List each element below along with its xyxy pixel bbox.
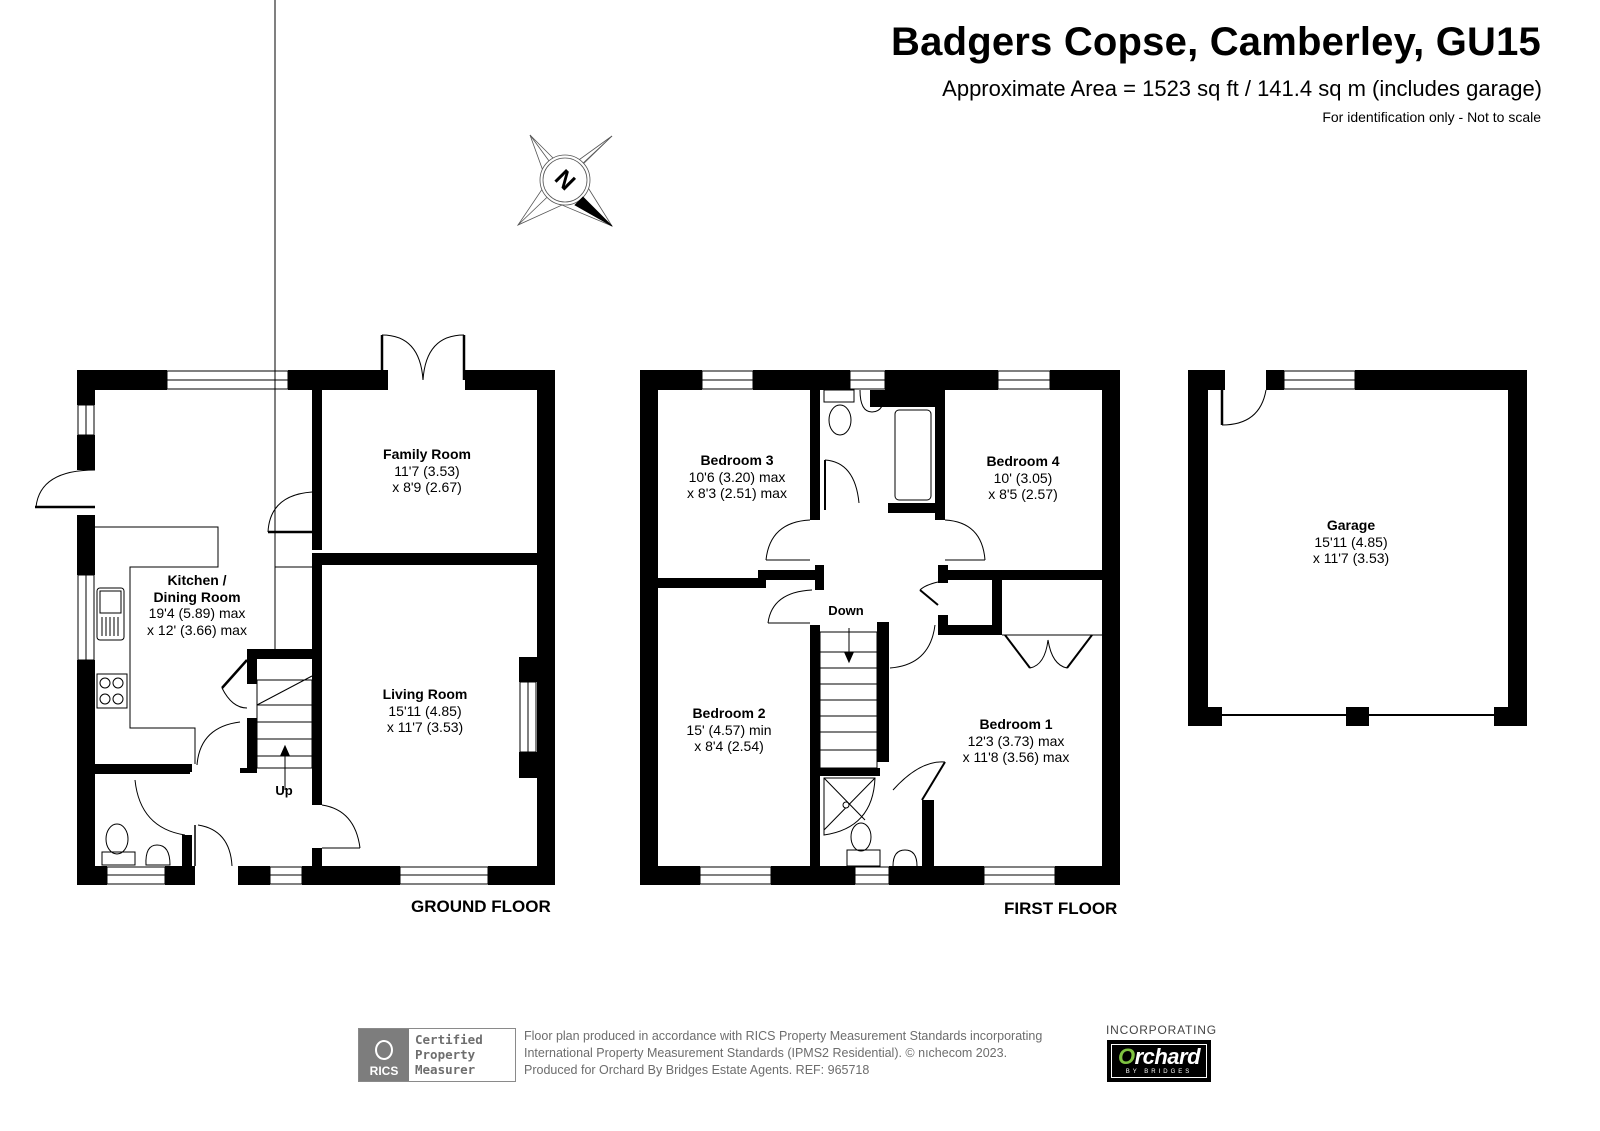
rics-certification-text: Certified Property Measurer [409, 1029, 483, 1081]
room-name: Kitchen / [167, 572, 227, 588]
room-bedroom-2: Bedroom 2 15' (4.57) min x 8'4 (2.54) [686, 705, 771, 755]
room-dimension: 15'11 (4.85) [1314, 533, 1388, 550]
room-garage: Garage 15'11 (4.85) x 11'7 (3.53) [1313, 517, 1389, 567]
room-name: Living Room [382, 686, 468, 702]
room-dimension: 19'4 (5.89) max [148, 605, 246, 621]
room-dimension: 12'3 (3.73) max [967, 732, 1065, 749]
room-dimension: 11'7 (3.53) [394, 462, 460, 479]
footer-notes: Floor plan produced in accordance with R… [524, 1028, 1042, 1079]
room-name: Family Room [383, 446, 471, 462]
room-dimension: 10' (3.05) [993, 469, 1053, 486]
first-floor-label: FIRST FLOOR [1004, 899, 1118, 918]
compass-north-icon: N [516, 134, 614, 227]
rics-logo: RICS [359, 1029, 409, 1081]
first-floor-fixtures [699, 370, 1102, 885]
orchard-logo-wordmark: Orchard [1117, 1044, 1201, 1069]
room-bedroom-4: Bedroom 4 10' (3.05) x 8'5 (2.57) [986, 453, 1059, 503]
room-bedroom-1: Bedroom 1 12'3 (3.73) max x 11'8 (3.56) … [963, 716, 1070, 766]
garage-walls [1188, 370, 1527, 726]
room-name-line2: Dining Room [153, 588, 241, 605]
rics-lion-icon [375, 1040, 393, 1060]
orchard-by-bridges-logo: Orchard BY BRIDGES [1107, 1040, 1211, 1082]
room-dimension: 15' (4.57) min [686, 721, 772, 738]
room-name: Garage [1326, 517, 1376, 533]
stairs-down-label: Down [828, 603, 864, 618]
orchard-logo-text: rchard [1134, 1044, 1201, 1069]
room-dimension: x 11'8 (3.56) max [962, 749, 1070, 765]
rics-cert-line: Property [415, 1047, 476, 1062]
footer-line: Floor plan produced in accordance with R… [524, 1029, 1043, 1043]
room-dimension: x 11'7 (3.53) [1312, 550, 1390, 566]
ground-floor-label: GROUND FLOOR [411, 897, 551, 916]
room-name: Bedroom 2 [692, 705, 766, 721]
room-living-room: Living Room 15'11 (4.85) x 11'7 (3.53) [383, 686, 468, 736]
ground-floor-walls [77, 370, 555, 885]
approximate-area: Approximate Area = 1523 sq ft / 141.4 sq… [942, 76, 1542, 101]
garage-fixtures [1220, 370, 1494, 716]
footer-line: Produced for Orchard By Bridges Estate A… [524, 1063, 870, 1077]
room-name: Bedroom 3 [700, 452, 774, 468]
incorporating-label: INCORPORATING [1106, 1023, 1217, 1037]
room-dimension: x 8'5 (2.57) [988, 486, 1058, 502]
room-dimension: x 8'9 (2.67) [392, 479, 462, 495]
room-dimension: x 8'4 (2.54) [694, 738, 764, 754]
room-dimension: x 11'7 (3.53) [386, 719, 464, 735]
scale-disclaimer: For identification only - Not to scale [1322, 109, 1541, 125]
rics-certified-badge: RICS Certified Property Measurer [358, 1028, 516, 1082]
rics-logo-text: RICS [369, 1064, 399, 1078]
room-name: Bedroom 1 [979, 716, 1053, 732]
room-name: Bedroom 4 [986, 453, 1060, 469]
room-dimension: 15'11 (4.85) [388, 702, 462, 719]
footer-line: International Property Measurement Stand… [524, 1046, 1008, 1060]
room-dimension: 10'6 (3.20) max [688, 468, 786, 485]
room-bedroom-3: Bedroom 3 10'6 (3.20) max x 8'3 (2.51) m… [687, 452, 787, 502]
first-floor-walls [640, 370, 1120, 885]
rics-cert-line: Measurer [415, 1062, 476, 1077]
room-family-room: Family Room 11'7 (3.53) x 8'9 (2.67) [383, 446, 471, 496]
room-kitchen-dining: Kitchen / Dining Room 19'4 (5.89) max x … [147, 572, 247, 638]
orchard-logo-subtitle: BY BRIDGES [1125, 1069, 1193, 1075]
stairs-up-label: Up [275, 783, 293, 798]
room-dimension: x 12' (3.66) max [147, 621, 247, 638]
room-dimension: x 8'3 (2.51) max [687, 485, 787, 501]
ground-floor-fixtures [35, 0, 537, 885]
rics-cert-line: Certified [415, 1032, 483, 1047]
orchard-logo-apple-o: O [1117, 1044, 1135, 1069]
property-title: Badgers Copse, Camberley, GU15 [891, 20, 1541, 64]
